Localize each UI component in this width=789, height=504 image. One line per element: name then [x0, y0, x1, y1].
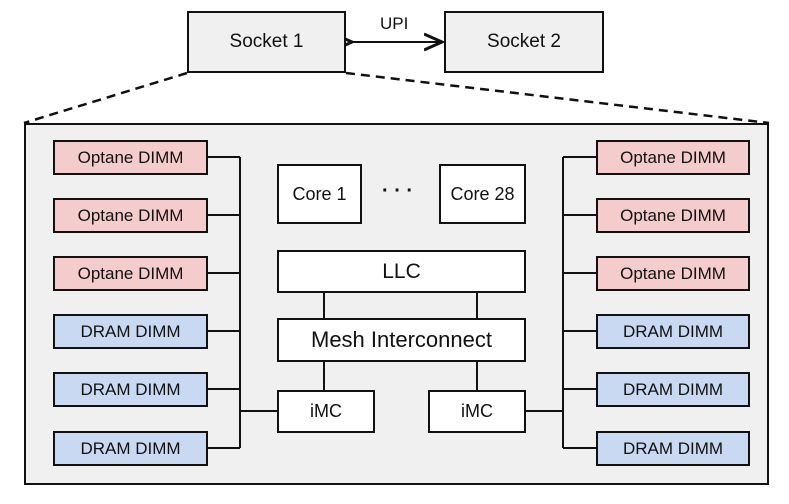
right-dimm-6: DRAM DIMM: [596, 431, 750, 466]
left-dimm-5: DRAM DIMM: [53, 372, 208, 407]
socket-2: Socket 2: [444, 11, 604, 73]
imc-left: iMC: [277, 390, 375, 433]
mesh-interconnect-box: Mesh Interconnect: [277, 318, 526, 362]
right-dimm-4: DRAM DIMM: [596, 314, 750, 349]
upi-label: UPI: [380, 14, 409, 33]
left-dimm-2: Optane DIMM: [53, 198, 208, 233]
core-1: Core 1: [277, 164, 362, 224]
left-dimm-6: DRAM DIMM: [53, 431, 208, 466]
right-dimm-3: Optane DIMM: [596, 256, 750, 291]
core-28: Core 28: [439, 164, 526, 224]
socket-1: Socket 1: [187, 11, 346, 73]
right-dimm-1: Optane DIMM: [596, 140, 750, 175]
zoom-line-left: [23, 71, 188, 125]
socket-1-detail-panel: [24, 123, 769, 485]
left-dimm-1: Optane DIMM: [53, 140, 208, 175]
right-dimm-5: DRAM DIMM: [596, 372, 750, 407]
imc-right: iMC: [428, 390, 526, 433]
core-ellipsis: · · ·: [382, 180, 414, 202]
right-dimm-2: Optane DIMM: [596, 198, 750, 233]
zoom-line-right: [345, 71, 770, 125]
left-dimm-3: Optane DIMM: [53, 256, 208, 291]
left-dimm-4: DRAM DIMM: [53, 314, 208, 349]
llc-box: LLC: [277, 250, 526, 293]
